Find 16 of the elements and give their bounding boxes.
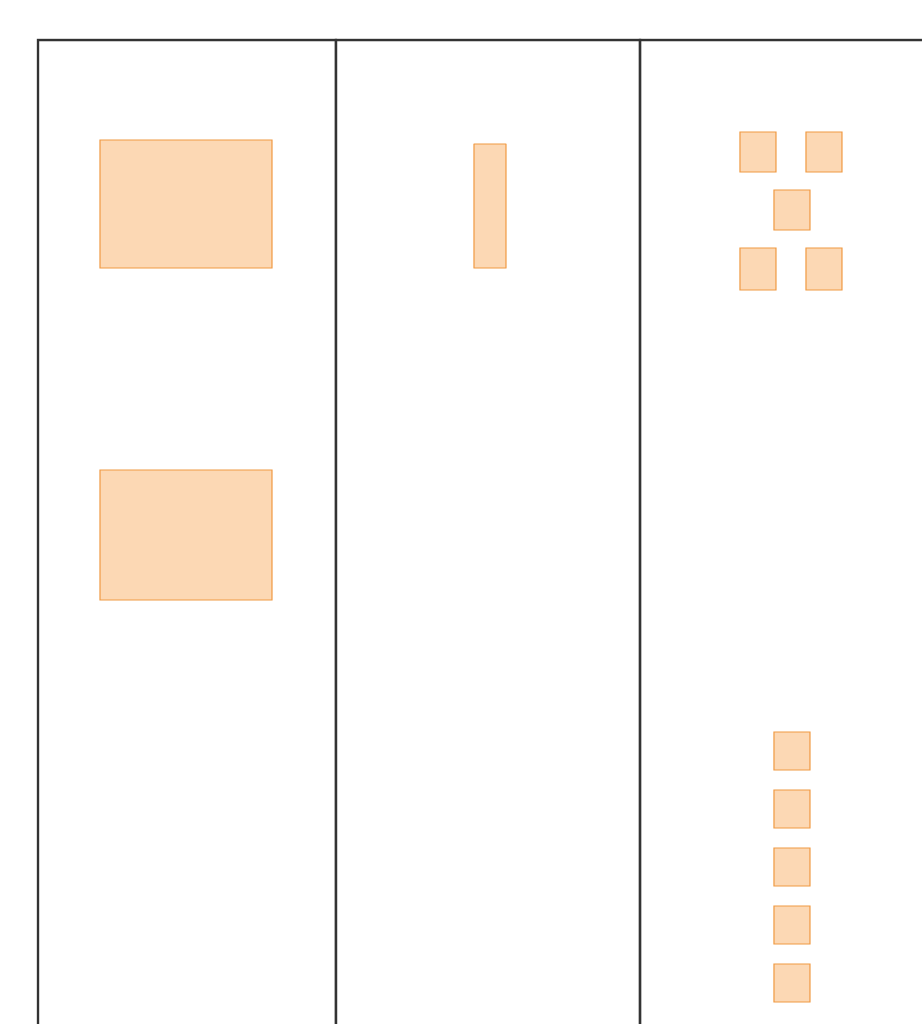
box [739, 247, 777, 291]
column-panel [334, 38, 642, 1024]
box [773, 789, 811, 829]
column-panel [36, 38, 338, 1024]
bar [473, 143, 507, 269]
box [773, 963, 811, 1003]
box [805, 131, 843, 173]
column-panel [638, 38, 922, 1024]
box [773, 847, 811, 887]
box [773, 731, 811, 771]
box [99, 469, 273, 601]
box [739, 131, 777, 173]
box [773, 905, 811, 945]
box [805, 247, 843, 291]
box [99, 139, 273, 269]
box [773, 189, 811, 231]
